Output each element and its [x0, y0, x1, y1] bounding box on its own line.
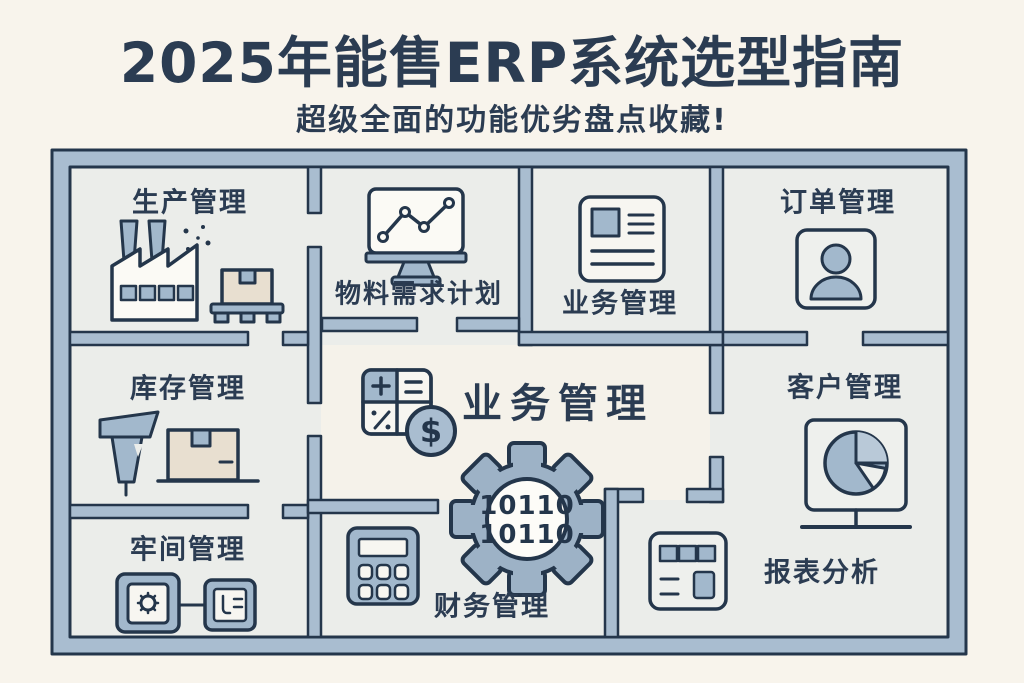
binary-line-1: 10110 — [479, 491, 574, 521]
room-label-business-top: 业务管理 — [562, 288, 678, 320]
dollar-sign: $ — [420, 412, 442, 450]
room-label-mrp: 物料需求计划 — [334, 279, 504, 310]
document-icon — [578, 195, 666, 283]
room-label-customers: 客户管理 — [787, 372, 903, 404]
monitor-line-chart-icon — [364, 187, 468, 287]
room-label-hall: 业务管理 — [462, 381, 654, 427]
barcode-scanner-box-icon — [98, 410, 260, 497]
room-label-orders: 订单管理 — [780, 187, 896, 219]
room-label-finance: 财务管理 — [434, 591, 550, 623]
user-icon — [795, 228, 877, 310]
room-label-production: 生产管理 — [132, 187, 248, 219]
machine-gear-panel-icon — [115, 572, 257, 634]
interior-walls — [68, 165, 950, 639]
binary-line-2: 10110 — [479, 520, 574, 550]
small-gear-icon — [136, 591, 160, 615]
monitor-pie-chart-icon — [800, 418, 912, 529]
room-label-workshop: 牢间管理 — [130, 534, 246, 566]
dashboard-grid-icon — [648, 531, 728, 611]
calculator-dollar-icon: $ — [361, 368, 457, 457]
room-label-inventory: 库存管理 — [130, 373, 246, 405]
sparkle-dots — [183, 225, 211, 251]
calculator-icon — [346, 526, 420, 606]
room-label-reports: 报表分析 — [764, 557, 880, 589]
page-subtitle: 超级全面的功能优劣盘点收藏! — [296, 103, 728, 138]
factory-pallet-icon — [110, 219, 285, 324]
gear-binary-icon: 10110 10110 — [449, 441, 605, 597]
page-title: 2025年能售ERP系统选型指南 — [119, 31, 905, 95]
